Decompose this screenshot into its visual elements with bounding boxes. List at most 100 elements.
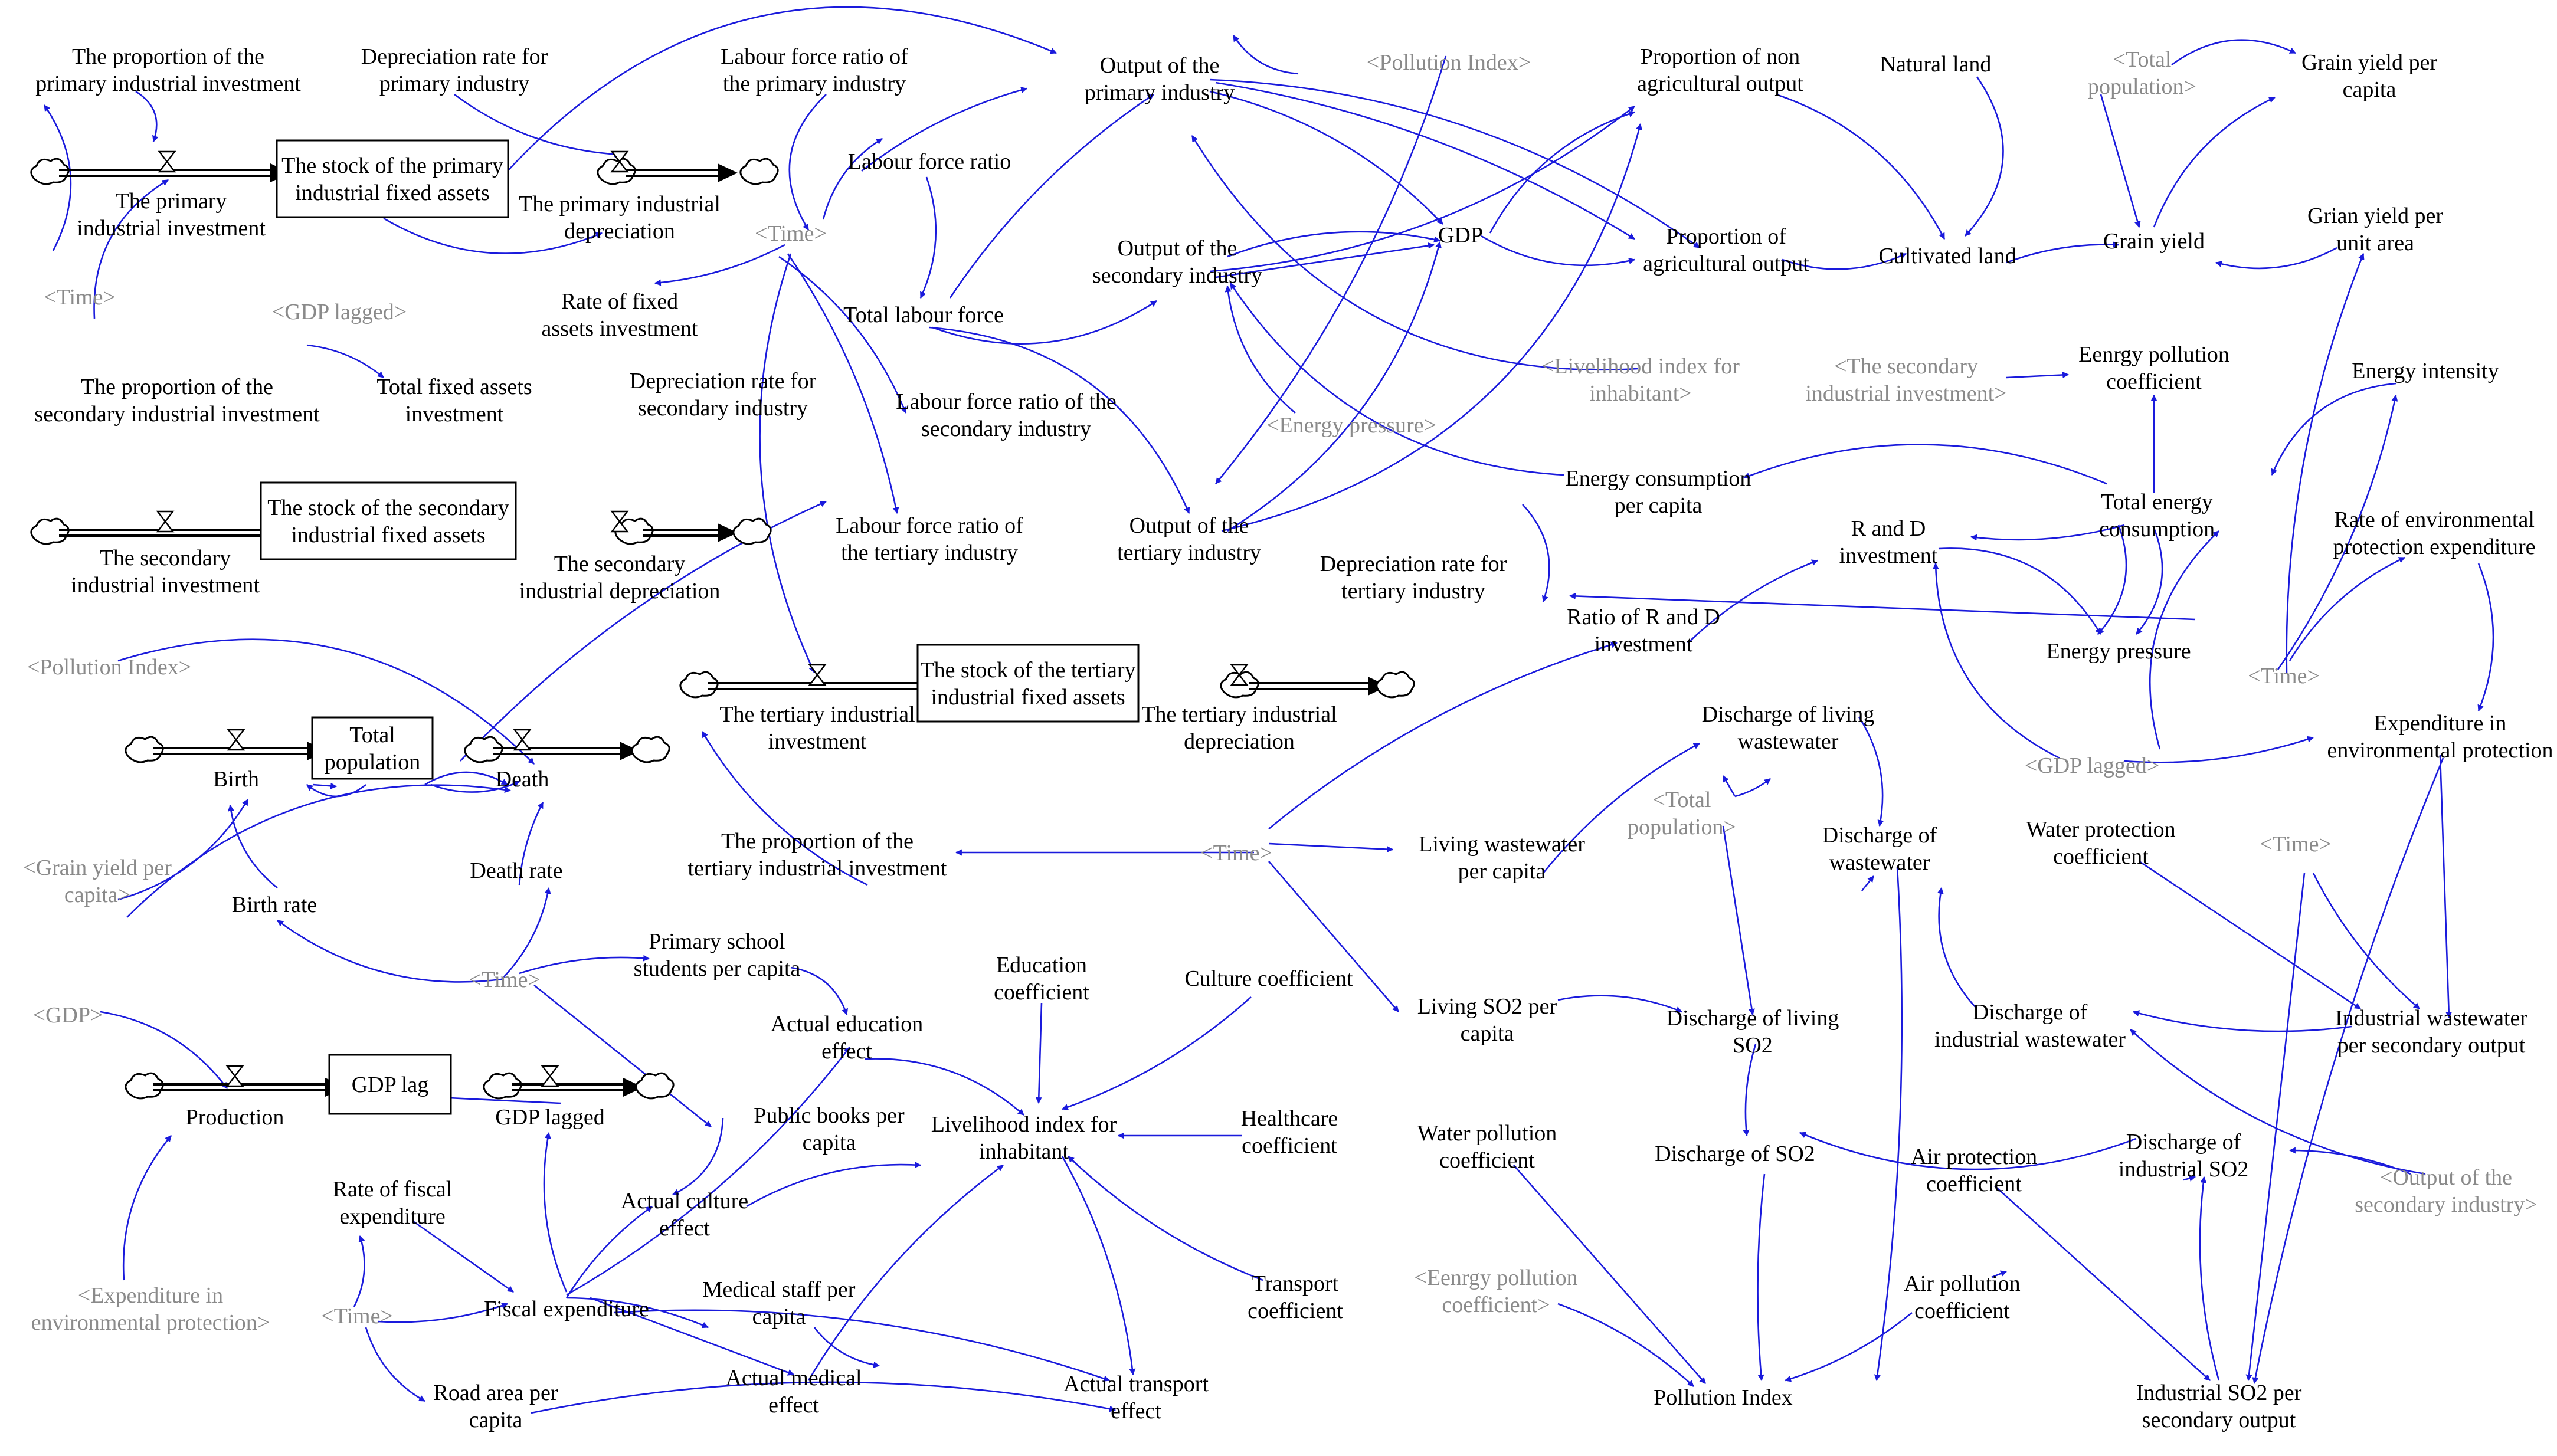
variable-pollution-index[interactable]: Pollution Index (1654, 1385, 1792, 1410)
shadow-variable-energy-pressure-sh[interactable]: <Energy pressure> (1266, 413, 1436, 438)
variable-birth[interactable]: Birth (213, 767, 259, 792)
shadow-variable-time-sh2[interactable]: <Time> (44, 285, 116, 310)
variable-discharge-so2[interactable]: Discharge of SO2 (1655, 1142, 1815, 1166)
shadow-variable-time-sh5[interactable]: <Time> (1200, 841, 1272, 865)
shadow-variable-gdp-lagged-sh1[interactable]: <GDP lagged> (272, 300, 407, 324)
variable-production[interactable]: Production (186, 1105, 284, 1130)
variable-culture-coef[interactable]: Culture coefficient (1184, 966, 1353, 991)
shadow-variable-time-sh3[interactable]: <Time> (2248, 664, 2320, 688)
variable-total-labour[interactable]: Total labour force (843, 303, 1004, 327)
variable-natural-land[interactable]: Natural land (1880, 52, 1992, 77)
shadow-variable-pollution-index-sh2[interactable]: <Pollution Index> (27, 655, 191, 680)
shadow-variable-gdp-sh[interactable]: <GDP> (33, 1003, 103, 1028)
stock-gdp-lag[interactable]: GDP lag (328, 1054, 452, 1115)
variable-grain-yield[interactable]: Grain yield (2103, 229, 2205, 254)
shadow-variable-time-sh1[interactable]: <Time> (755, 221, 827, 246)
variable-death[interactable]: Death (496, 767, 549, 792)
shadow-variable-time-sh7[interactable]: <Time> (321, 1304, 393, 1329)
variable-birth-rate[interactable]: Birth rate (232, 893, 317, 917)
variable-death-rate[interactable]: Death rate (470, 858, 562, 883)
variable-gdp[interactable]: GDP (1438, 223, 1483, 248)
variable-energy-intensity[interactable]: Energy intensity (2352, 359, 2499, 383)
variable-labour-force-ratio[interactable]: Labour force ratio (848, 149, 1011, 174)
variable-energy-pressure[interactable]: Energy pressure (2046, 639, 2191, 664)
variable-cultivated-land[interactable]: Cultivated land (1878, 244, 2016, 268)
variable-fiscal-exp[interactable]: Fiscal expenditure (484, 1297, 649, 1321)
shadow-variable-gdp-lagged-sh2[interactable]: <GDP lagged> (2025, 753, 2159, 778)
shadow-variable-time-sh6[interactable]: <Time> (469, 968, 541, 992)
shadow-variable-time-sh4[interactable]: <Time> (2260, 832, 2332, 857)
shadow-variable-pollution-index-sh1[interactable]: <Pollution Index> (1367, 50, 1531, 75)
variable-gdp-lagged[interactable]: GDP lagged (495, 1105, 604, 1130)
